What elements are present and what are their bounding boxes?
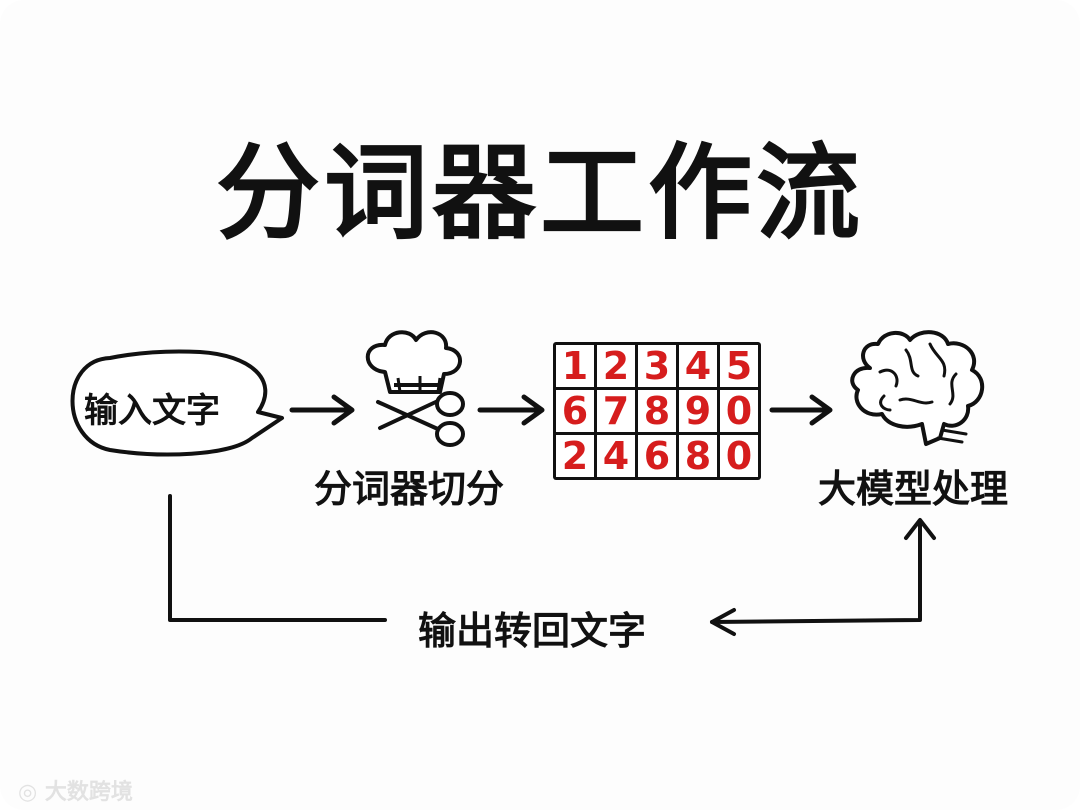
- watermark-text: 大数跨境: [44, 780, 133, 805]
- token-cell: 9: [679, 390, 717, 432]
- token-cell: 0: [720, 435, 758, 477]
- token-cell: 7: [597, 390, 635, 432]
- input-text-node: 输入文字: [84, 391, 220, 431]
- brain-icon: [850, 330, 984, 446]
- arrow-tokens-to-llm: [769, 394, 833, 426]
- token-cell: 4: [597, 435, 635, 477]
- arrow-input-to-tokenizer: [289, 394, 355, 426]
- token-cell: 5: [720, 345, 758, 387]
- scissors-icon: [376, 391, 465, 447]
- token-id-grid: 1 2 3 4 5 6 7 8 9 0 2 4 6 8 0: [553, 342, 761, 480]
- token-cell: 1: [556, 345, 594, 387]
- tokenizer-label: 分词器切分: [314, 467, 505, 511]
- chef-hat-icon: [365, 330, 462, 394]
- token-cell: 6: [638, 435, 676, 477]
- watermark: ◎ 大数跨境: [18, 774, 133, 806]
- token-cell: 4: [679, 345, 717, 387]
- token-cell: 2: [556, 435, 594, 477]
- output-label: 输出转回文字: [418, 609, 647, 653]
- arrow-llm-to-output: [168, 494, 936, 636]
- token-cell: 2: [597, 345, 635, 387]
- token-cell: 6: [556, 390, 594, 432]
- token-cell: 8: [638, 390, 676, 432]
- watermark-logo-icon: ◎: [18, 780, 45, 805]
- token-cell: 8: [679, 435, 717, 477]
- arrow-tokenizer-to-tokens: [477, 394, 545, 426]
- diagram-title: 分词器工作流: [215, 132, 864, 254]
- token-cell: 0: [720, 390, 758, 432]
- token-cell: 3: [638, 345, 676, 387]
- speech-bubble: [70, 349, 284, 457]
- llm-label: 大模型处理: [818, 467, 1009, 511]
